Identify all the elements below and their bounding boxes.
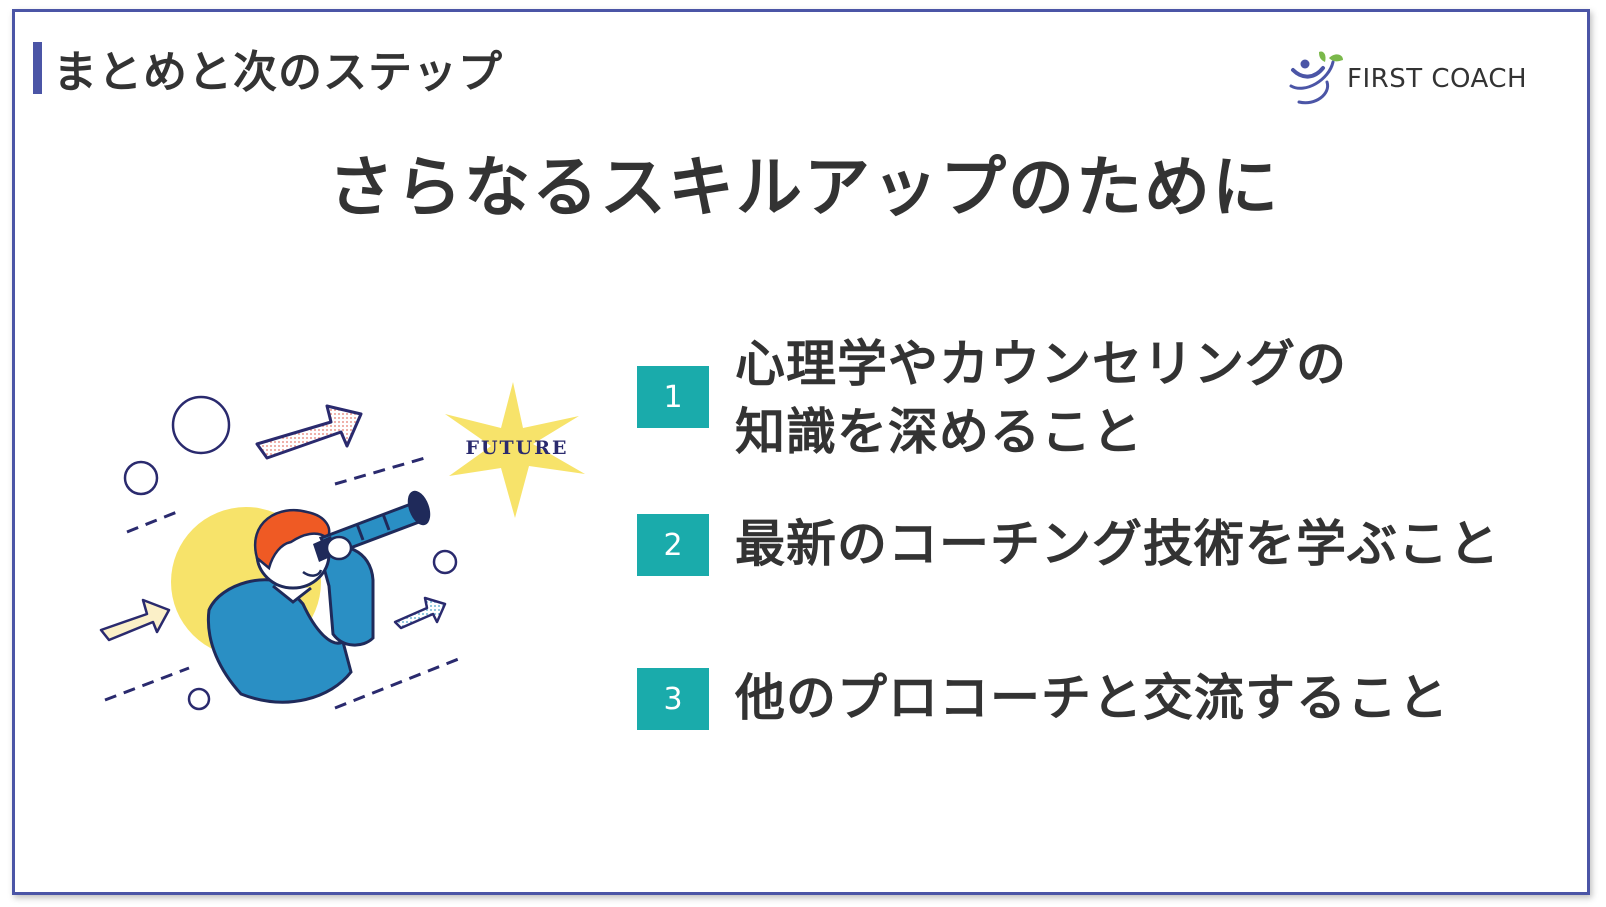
step-text-line1: 最新のコーチング技術を学ぶこと	[735, 515, 1500, 573]
logo: FIRST COACH	[1285, 50, 1528, 120]
step-text-line1: 他のプロコーチと交流すること	[735, 669, 1449, 727]
page-title: さらなるスキルアップのために	[328, 149, 1280, 226]
step-text: 最新のコーチング技術を学ぶこと	[735, 510, 1500, 578]
section-title: まとめと次のステップ	[53, 47, 503, 98]
step-number-badge: 2	[637, 514, 709, 576]
arrow-up-right-icon	[255, 404, 363, 460]
telescope-illustration: FUTURE	[99, 382, 585, 711]
section-accent-bar	[33, 42, 42, 94]
arrow-right-small-icon	[393, 596, 447, 630]
person-body	[206, 578, 353, 704]
arrow-right-icon	[99, 598, 171, 642]
step-number-badge: 3	[637, 668, 709, 730]
step-number-badge: 1	[637, 366, 709, 428]
step-text-line2: 知識を深めること	[735, 403, 1143, 461]
slide: まとめと次のステップ FIRST COACH さらなるスキルアップのために	[12, 9, 1590, 895]
first-coach-logo-icon	[1289, 51, 1343, 105]
step-text: 心理学やカウンセリングの 知識を深めること	[735, 330, 1347, 466]
step-text: 他のプロコーチと交流すること	[735, 664, 1449, 732]
future-label: FUTURE	[465, 437, 568, 459]
step-text-line1: 心理学やカウンセリングの	[735, 335, 1347, 393]
logo-text: FIRST COACH	[1347, 64, 1528, 94]
future-starburst	[445, 382, 585, 518]
